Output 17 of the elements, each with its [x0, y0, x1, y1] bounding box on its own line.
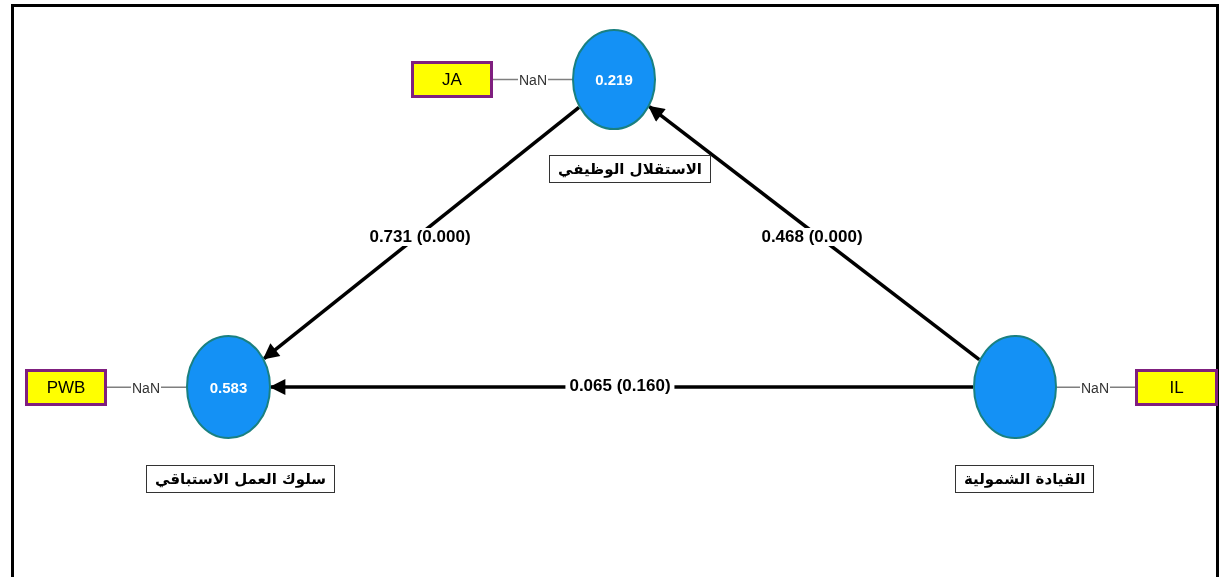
indicator-box: [411, 61, 493, 98]
latent-variable-circle: [572, 29, 656, 130]
r-squared-value: 0.219: [595, 71, 633, 88]
latent-variable-circle: [973, 335, 1057, 439]
indicator-name: JA: [442, 69, 462, 90]
path-coefficient: 0.065 (0.160): [565, 377, 675, 395]
construct-label: الاستقلال الوظيفي: [549, 155, 711, 183]
latent-variable-circle: [186, 335, 271, 439]
path-arrow: [648, 105, 981, 361]
indicator-name: PWB: [46, 377, 86, 398]
path-arrow: [262, 106, 581, 360]
indicator-box: [25, 369, 107, 406]
construct-label: القيادة الشمولية: [955, 465, 1095, 493]
r-squared-value: 0.583: [209, 378, 248, 396]
construct-label: سلوك العمل الاستباقي: [146, 465, 336, 493]
indicator-name: IL: [1169, 377, 1184, 398]
indicator-box: [1135, 369, 1218, 406]
